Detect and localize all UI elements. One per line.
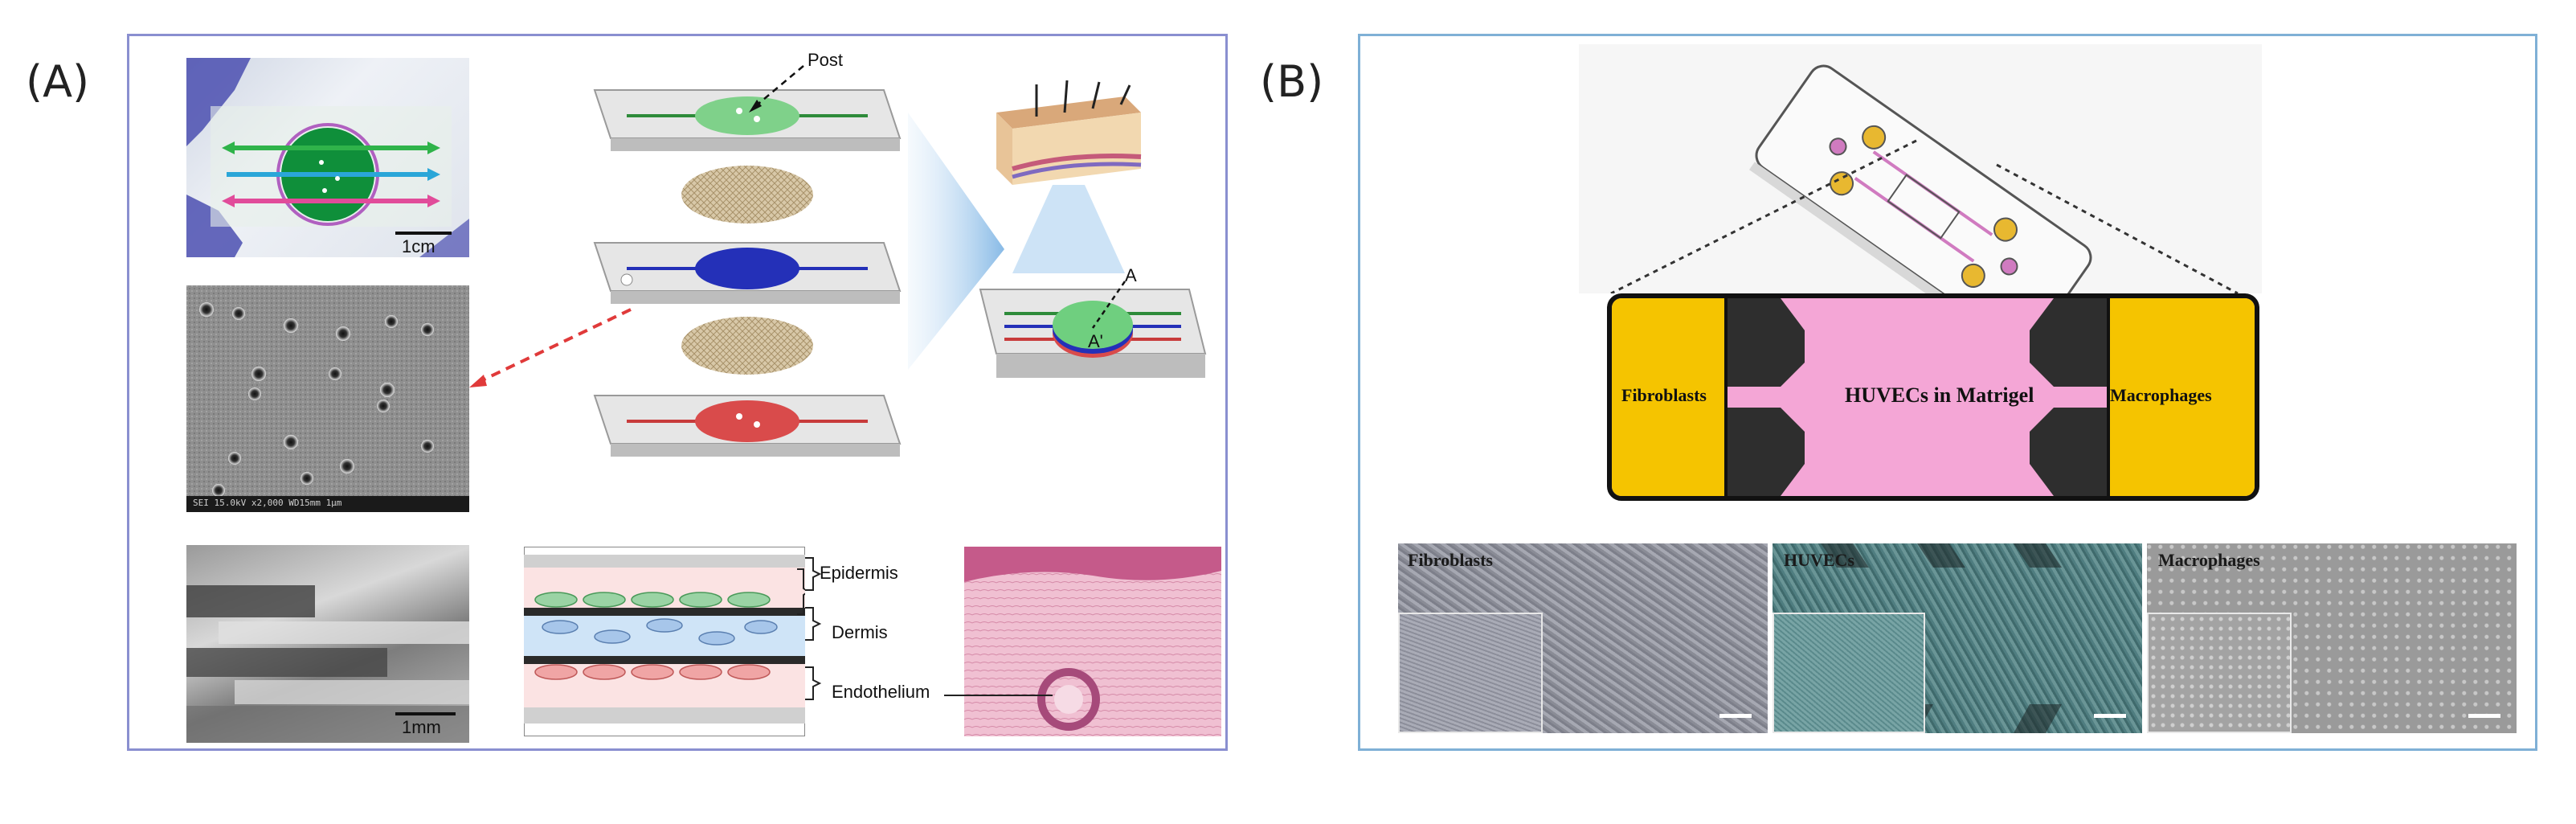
chip-fibroblast-chamber [1612,298,1728,496]
post-label: Post [808,50,844,70]
scale-bar-macrophages [2468,714,2500,718]
device-illustration [1579,44,2262,293]
endothelium-pointer [944,695,1053,696]
chip-macrophage-chamber [2107,298,2255,496]
chip-label-huvecs: HUVECs in Matrigel [1845,383,2034,407]
inset-fibroblasts [1398,613,1543,733]
stack-photo: 1mm [186,545,469,743]
stack-scale-label: 1mm [402,717,441,737]
micrograph-huvecs: HUVECs [1773,543,2142,733]
chip-schematic: Fibroblasts HUVECs in Matrigel Macrophag… [1607,293,2259,501]
dashed-arrow [469,308,632,387]
section-label-a-prime: A' [1088,331,1103,351]
layer-label-endothelium: Endothelium [832,682,930,702]
scale-bar-huvecs [2094,714,2126,718]
micrograph-label-macrophages: Macrophages [2158,550,2260,570]
micrograph-label-fibroblasts: Fibroblasts [1408,550,1493,570]
photo-scale-label: 1cm [402,236,435,256]
skin-illustration [996,80,1142,185]
inset-huvecs [1773,613,1925,733]
scale-bar-fibroblasts [1719,714,1752,718]
inset-macrophages [2147,613,2292,733]
projection-wedge [908,113,1004,370]
panel-b-label: (B) [1260,56,1324,107]
layer-label-epidermis: Epidermis [820,563,898,583]
sem-footer: SEI 15.0kV x2,000 WD15mm 1μm [193,498,342,508]
assembled-chip [979,281,1207,378]
layer-brackets [805,557,822,700]
layer-label-dermis: Dermis [832,622,888,642]
histology-image [964,547,1221,736]
cross-section-schematic [524,547,805,736]
micrograph-fibroblasts: Fibroblasts [1398,543,1768,733]
panel-a-label: (A) [26,56,90,107]
exploded-chip-diagram [593,65,902,457]
chip-photo: 1cm [186,58,469,257]
chip-label-macrophages: Macrophages [2110,385,2212,405]
skin-projection [1012,185,1125,273]
micrograph-label-huvecs: HUVECs [1784,550,1855,570]
sem-image: SEI 15.0kV x2,000 WD15mm 1μm [186,285,469,512]
chip-label-fibroblasts: Fibroblasts [1621,385,1707,405]
micrograph-macrophages: Macrophages [2147,543,2517,733]
section-label-a: A [1125,265,1137,285]
